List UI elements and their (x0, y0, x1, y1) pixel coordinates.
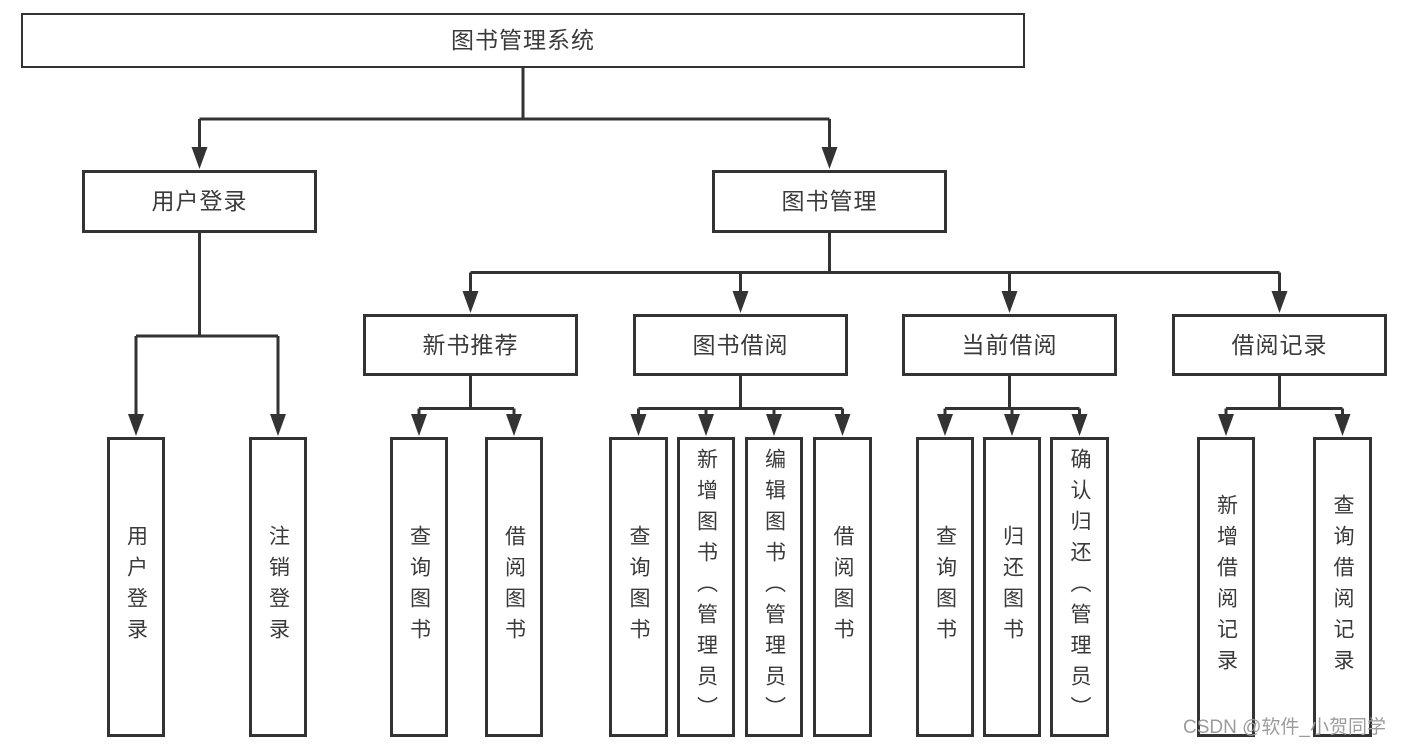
node-label: 编辑图书（管理员） (762, 447, 786, 727)
arrowhead-icon (834, 414, 851, 436)
node-add-borrow-record: 新增借阅记录 (1197, 437, 1255, 737)
node-label: 确认归还（管理员） (1068, 447, 1091, 727)
arrowhead-icon (937, 414, 953, 436)
node-current-borrowing: 当前借阅 (902, 314, 1117, 376)
node-label: 图书借阅 (692, 331, 789, 358)
tree-edges (134, 68, 1344, 418)
node-book-borrowing: 图书借阅 (633, 314, 848, 376)
node-new-book-recommendation: 新书推荐 (363, 314, 578, 376)
node-confirm-return-admin: 确认归还（管理员） (1050, 437, 1109, 737)
node-book-management: 图书管理 (712, 170, 947, 233)
node-logout-action: 注销登录 (249, 437, 307, 737)
arrowhead-icon (191, 147, 208, 169)
arrowhead-icon (270, 414, 286, 436)
node-query-borrow-record: 查询借阅记录 (1313, 437, 1372, 737)
node-borrow-books-action: 借阅图书 (813, 437, 872, 737)
node-user-login-action: 用户登录 (107, 437, 165, 737)
node-label: 归还图书 (1000, 525, 1024, 649)
arrowhead-icon (732, 291, 749, 313)
node-library-system: 图书管理系统 (21, 13, 1025, 68)
node-label: 用户登录 (124, 525, 148, 649)
node-edit-book-admin: 编辑图书（管理员） (745, 437, 803, 737)
node-label: 新增借阅记录 (1214, 494, 1238, 680)
node-label: 图书管理系统 (451, 27, 595, 53)
node-label: 查询图书 (933, 525, 957, 649)
node-label: 借阅记录 (1231, 331, 1328, 358)
arrowhead-icon (128, 414, 144, 436)
node-borrowing-records: 借阅记录 (1172, 314, 1387, 376)
arrowhead-icon (462, 291, 479, 313)
node-user-login: 用户登录 (82, 170, 317, 233)
arrowhead-icon (1218, 414, 1234, 436)
arrowhead-icon (1334, 414, 1351, 436)
arrowhead-icon (1004, 414, 1020, 436)
node-label: 借阅图书 (502, 525, 526, 649)
arrowhead-icon (821, 147, 838, 169)
arrowhead-icon (411, 414, 427, 436)
arrowhead-icon (1071, 414, 1088, 436)
node-label: 新增图书（管理员） (694, 447, 718, 727)
node-label: 借阅图书 (831, 525, 854, 649)
node-label: 查询借阅记录 (1331, 494, 1354, 680)
node-label: 新书推荐 (422, 331, 519, 358)
arrowhead-icon (1271, 291, 1288, 313)
node-label: 查询图书 (407, 525, 431, 649)
arrowhead-icon (506, 414, 522, 436)
arrowhead-icon (630, 414, 647, 436)
node-label: 当前借阅 (961, 331, 1058, 358)
arrowheads (128, 147, 1351, 436)
node-add-book-admin: 新增图书（管理员） (677, 437, 735, 737)
node-borrow-books-recommend: 借阅图书 (485, 437, 543, 737)
node-return-books: 归还图书 (983, 437, 1041, 737)
node-label: 注销登录 (266, 525, 290, 649)
arrowhead-icon (698, 414, 714, 436)
node-label: 图书管理 (781, 188, 878, 214)
csdn-watermark: CSDN @软件_小贺同学 (1183, 717, 1386, 738)
node-query-books-current: 查询图书 (916, 437, 974, 737)
node-query-books-recommend: 查询图书 (390, 437, 448, 737)
arrowhead-icon (766, 414, 782, 436)
node-label: 用户登录 (151, 188, 248, 214)
arrowhead-icon (1001, 291, 1018, 313)
node-query-books-borrowing: 查询图书 (609, 437, 668, 737)
node-label: 查询图书 (627, 525, 650, 649)
